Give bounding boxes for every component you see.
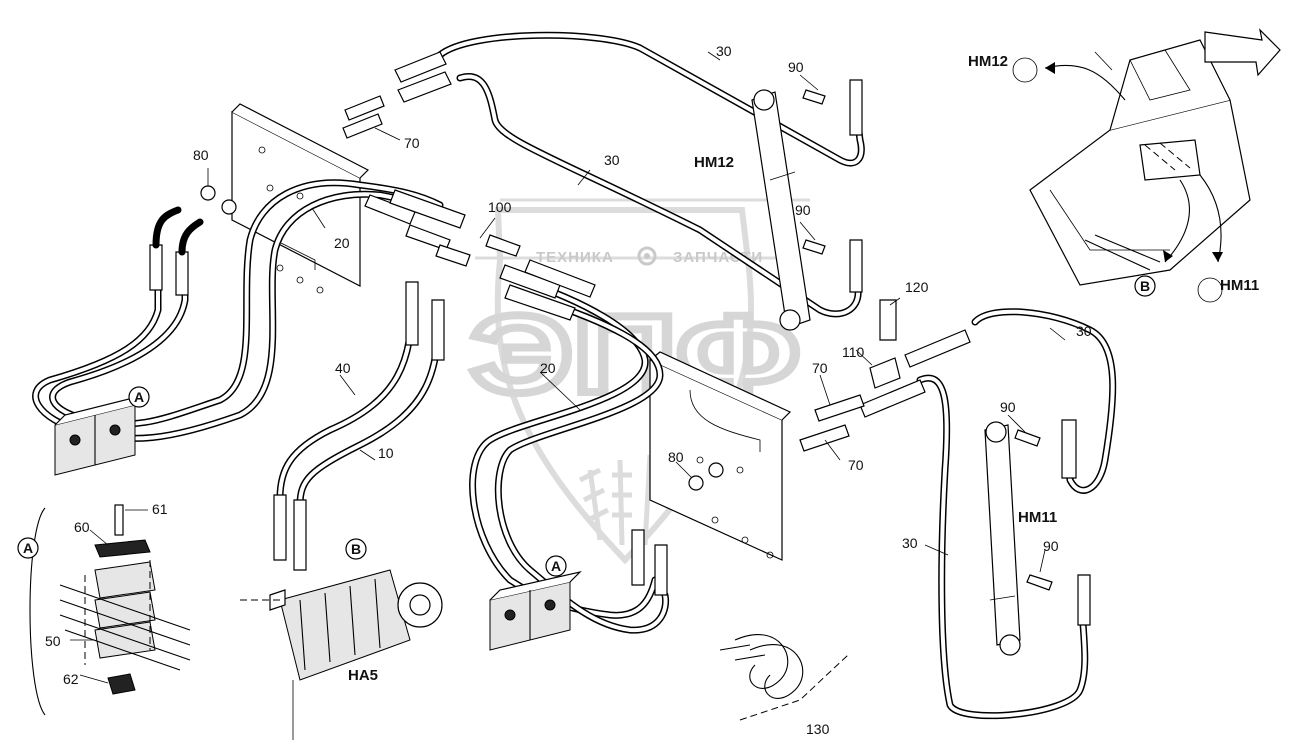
label-hm12-main: HM12 bbox=[694, 154, 734, 171]
callout-70-right2: 70 bbox=[848, 457, 864, 473]
cylinder-hm11 bbox=[984, 421, 1021, 656]
manifold-plate-right bbox=[649, 351, 792, 561]
hose-20-left bbox=[32, 179, 449, 442]
label-ha5: HA5 bbox=[348, 667, 378, 684]
label-hm11-overview: HM11 bbox=[1220, 277, 1259, 294]
clamp-block-mid bbox=[489, 570, 582, 651]
callout-50: 50 bbox=[45, 633, 61, 649]
callout-120: 120 bbox=[905, 279, 929, 295]
callout-70-top: 70 bbox=[404, 135, 420, 151]
svg-text:B: B bbox=[351, 541, 361, 557]
hose-30-right bbox=[971, 308, 1117, 494]
hose-30-mid bbox=[456, 73, 862, 318]
callout-30-mid: 30 bbox=[604, 152, 620, 168]
callout-62: 62 bbox=[63, 671, 79, 687]
circled-ref-a-mid: A bbox=[545, 555, 567, 577]
label-hm12-overview: HM12 bbox=[968, 53, 1008, 70]
svg-text:A: A bbox=[23, 540, 33, 556]
clamp-block-left bbox=[54, 393, 147, 476]
svg-text:B: B bbox=[1140, 278, 1150, 294]
callout-80-mid: 80 bbox=[668, 449, 684, 465]
detail-a bbox=[29, 504, 191, 716]
svg-text:A: A bbox=[134, 389, 144, 405]
callout-40: 40 bbox=[335, 360, 351, 376]
callout-60: 60 bbox=[74, 519, 90, 535]
svg-text:A: A bbox=[551, 558, 561, 574]
callout-61: 61 bbox=[152, 501, 168, 517]
callout-30-bottom: 30 bbox=[902, 535, 918, 551]
watermark-shield bbox=[494, 207, 755, 565]
callout-20-mid: 20 bbox=[540, 360, 556, 376]
circled-ref-b-valve: B bbox=[345, 538, 367, 560]
callout-90-right1: 90 bbox=[1000, 399, 1016, 415]
gear-icon bbox=[637, 246, 657, 266]
callout-10: 10 bbox=[378, 445, 394, 461]
callout-30-top: 30 bbox=[716, 43, 732, 59]
callout-80-left: 80 bbox=[193, 147, 209, 163]
callout-70-right1: 70 bbox=[812, 360, 828, 376]
hose-30-top bbox=[436, 31, 865, 167]
callout-20-left: 20 bbox=[334, 235, 350, 251]
callout-90-mid: 90 bbox=[795, 202, 811, 218]
leader-lines bbox=[70, 51, 1113, 684]
callout-110: 110 bbox=[842, 344, 865, 360]
fittings bbox=[149, 51, 1091, 626]
circled-ref-a-detail: A bbox=[17, 537, 39, 559]
paver-overview bbox=[1012, 28, 1281, 303]
label-hm11-main: HM11 bbox=[1018, 509, 1057, 526]
callout-130: 130 bbox=[806, 721, 830, 737]
cable-ties bbox=[719, 634, 849, 721]
callout-90-top: 90 bbox=[788, 59, 804, 75]
callout-90-right2: 90 bbox=[1043, 538, 1059, 554]
hose-30-bottom bbox=[916, 374, 1089, 720]
manifold-plate-left bbox=[231, 103, 370, 294]
watermark-left-word: ТЕХНИКА bbox=[536, 249, 614, 266]
callout-30-right: 30 bbox=[1076, 323, 1092, 339]
valve-ha5 bbox=[240, 569, 443, 740]
cylinder-hm12 bbox=[751, 89, 811, 331]
view-direction-arrow bbox=[1204, 28, 1281, 77]
callout-100: 100 bbox=[488, 199, 512, 215]
circled-ref-a-left: A bbox=[128, 386, 150, 408]
watermark-wheat bbox=[578, 454, 653, 546]
hose-20-mid bbox=[469, 276, 670, 634]
circled-ref-b-overview: B bbox=[1134, 275, 1156, 297]
